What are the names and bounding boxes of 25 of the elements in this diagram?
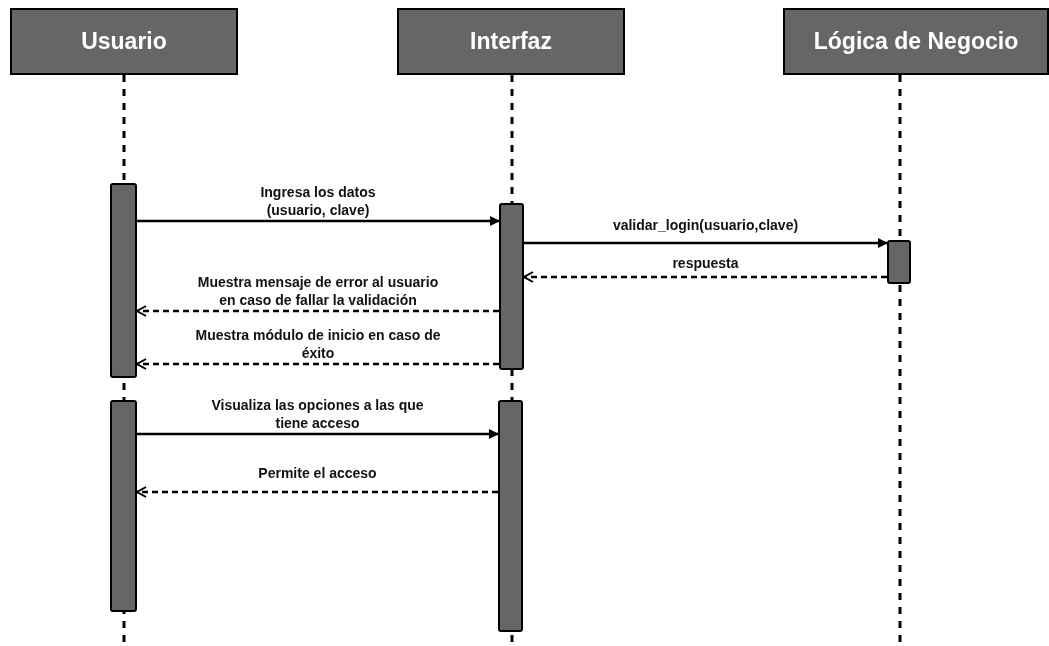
lifeline-header bbox=[397, 8, 625, 75]
lifeline-header bbox=[10, 8, 238, 75]
activation-bar bbox=[498, 400, 523, 632]
message-label: Muestra módulo de inicio en caso de éxito bbox=[194, 326, 442, 362]
message-label: Ingresa los datos (usuario, clave) bbox=[259, 183, 377, 219]
message-label: respuesta bbox=[671, 254, 740, 272]
message-label: Visualiza las opciones a las que tiene acceso bbox=[210, 396, 425, 432]
lifeline-header bbox=[783, 8, 1049, 75]
activation-bar bbox=[887, 240, 911, 284]
participant-name: Lógica de Negocio bbox=[813, 28, 1019, 55]
participant-name: Interfaz bbox=[470, 28, 552, 55]
message-arrow bbox=[136, 486, 498, 498]
message-arrow bbox=[137, 429, 499, 439]
activation-bar bbox=[110, 183, 137, 378]
participant-name: Usuario bbox=[81, 28, 167, 55]
message-label: validar_login(usuario,clave) bbox=[611, 216, 800, 234]
message-arrow bbox=[136, 305, 499, 317]
message-label: Permite el acceso bbox=[257, 464, 378, 482]
message-arrow bbox=[524, 238, 888, 248]
message-label: Muestra mensaje de error al usuario en caso de fallar la validación bbox=[196, 273, 440, 309]
message-arrow bbox=[137, 216, 500, 226]
message-arrow bbox=[523, 271, 887, 283]
message-arrow bbox=[136, 358, 499, 370]
activation-bar bbox=[499, 203, 524, 370]
activation-bar bbox=[110, 400, 137, 612]
